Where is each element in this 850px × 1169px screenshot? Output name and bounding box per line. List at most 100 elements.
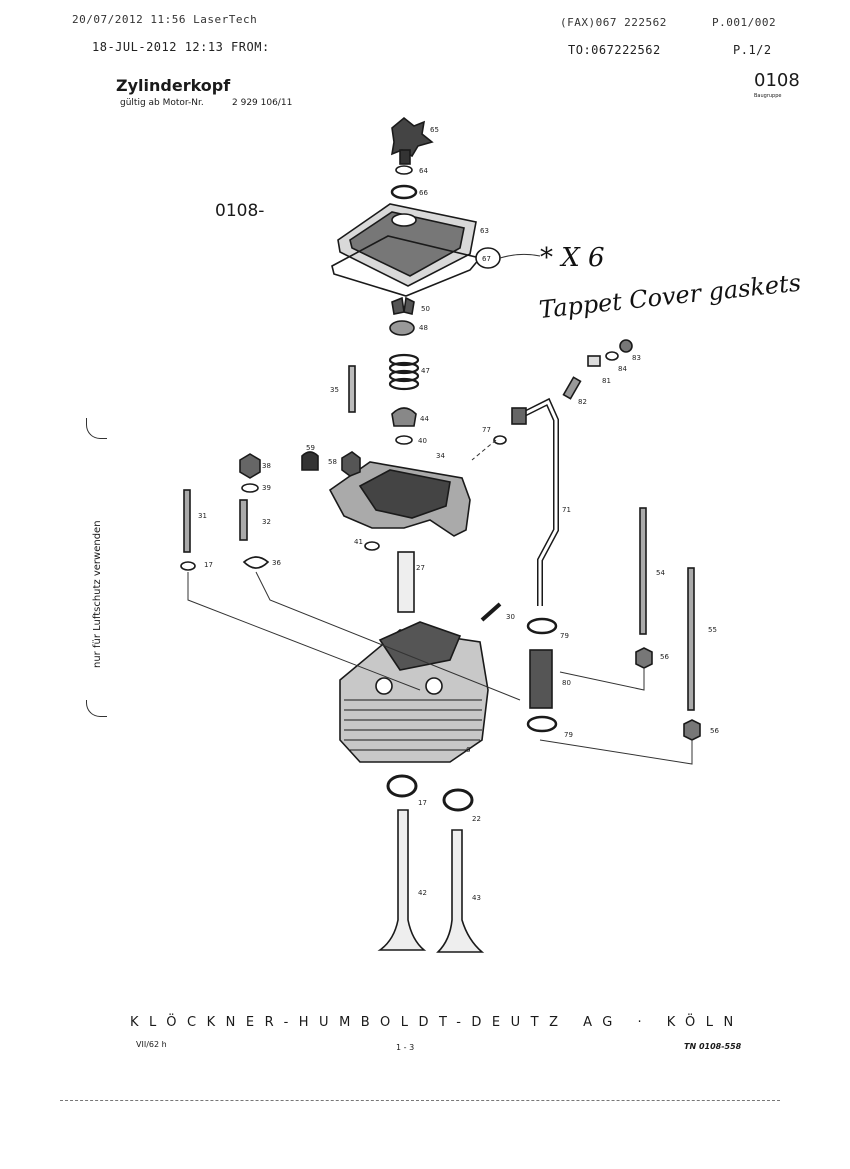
part-number-label: 80 (562, 679, 571, 687)
fax-header-datetime: 20/07/2012 11:56 LaserTech (72, 13, 258, 26)
part-number-label: 44 (420, 415, 429, 423)
page-title: Zylinderkopf (116, 76, 231, 95)
part-number-label: 41 (354, 538, 363, 546)
part-number-label: 48 (419, 324, 428, 332)
part-number-label: 67 (482, 255, 491, 263)
stud-35 (348, 365, 356, 413)
hose-80 (529, 649, 553, 709)
page-edge-line (60, 1100, 780, 1101)
o-ring-40 (395, 435, 413, 445)
part-number-label: 63 (480, 227, 489, 235)
part-number-label: 38 (262, 462, 271, 470)
part-number-label: 64 (419, 167, 428, 175)
spring-seat (391, 407, 417, 427)
part-number-labels: 65 64 66 63 67 50 48 47 44 40 35 34 59 58 38 39 31 32 41 27… (198, 126, 719, 902)
fax-header-number: (FAX)067 222562 (560, 16, 667, 29)
part-number-label: 65 (430, 126, 439, 134)
part-number-label: 47 (421, 367, 430, 375)
nut-58 (341, 451, 361, 477)
oil-line-71 (518, 397, 559, 606)
part-number-label: 83 (632, 354, 641, 362)
star-knob (390, 116, 434, 158)
o-ring-41 (364, 541, 380, 551)
stud-54 (639, 507, 647, 635)
nut-56-bottom (683, 719, 701, 741)
part-number-label: 79 (564, 731, 573, 739)
part-number-label: 6 (466, 746, 471, 754)
part-number-label: 71 (562, 506, 571, 514)
part-number-label: 58 (328, 458, 337, 466)
part-number-label: 79 (560, 632, 569, 640)
part-number-label: 17 (204, 561, 213, 569)
part-number-label: 77 (482, 426, 491, 434)
part-number-label: 66 (419, 189, 428, 197)
nut-83 (619, 339, 633, 353)
fax-sent-datetime: 18-JUL-2012 12:13 FROM: (92, 40, 270, 54)
part-number-label: 56 (660, 653, 669, 661)
part-number-label: 32 (262, 518, 271, 526)
clamp-79-bottom (526, 715, 558, 733)
part-number-label: 40 (418, 437, 427, 445)
valid-for-label: gültig ab Motor-Nr. (120, 98, 204, 108)
manufacturer-brand: KLÖCKNER-HUMBOLDT-DEUTZ AG · KÖLN (130, 1015, 744, 1030)
washer-84 (605, 351, 619, 361)
part-number-label: 81 (602, 377, 611, 385)
gasket-36 (242, 556, 270, 569)
cover-gasket (331, 235, 482, 297)
part-number-label: 50 (421, 305, 430, 313)
washer-64 (395, 165, 413, 175)
fax-header-page: P.001/002 (712, 16, 777, 29)
part-number-label: 27 (416, 564, 425, 572)
pushrod-tube-27 (397, 551, 415, 613)
valve-seat-22 (442, 788, 474, 812)
handwritten-quantity: * X 6 (540, 243, 605, 273)
part-number-label: 34 (436, 452, 445, 460)
part-number-label: 54 (656, 569, 665, 577)
spring-retainer (389, 320, 415, 336)
stud-55 (687, 567, 695, 711)
punch-mark-bottom (86, 700, 107, 717)
part-number-label: 84 (618, 365, 627, 373)
nut-38 (239, 453, 261, 479)
washer-39 (241, 483, 259, 493)
washer-66 (390, 184, 418, 200)
bolt-82 (562, 376, 582, 400)
part-number-label: 56 (710, 727, 719, 735)
washer-81 (587, 355, 601, 367)
part-number-label: 22 (472, 815, 481, 823)
group-code: 0108 (754, 70, 800, 91)
banjo-fitting (511, 407, 527, 425)
fax-to-number: TO:067222562 (568, 43, 661, 57)
footer-reference: TN 0108-558 (684, 1042, 742, 1051)
valve-keepers (391, 296, 415, 315)
valve-43 (436, 829, 485, 953)
nut-56-top (635, 647, 653, 669)
footer-page: 1 - 3 (396, 1043, 415, 1052)
part-number-label: 17 (418, 799, 427, 807)
part-number-label: 30 (506, 613, 515, 621)
part-number-label: 31 (198, 512, 207, 520)
valve-seat-17 (386, 774, 418, 798)
punch-mark-top (86, 418, 107, 439)
group-label: Baugruppe (754, 93, 782, 99)
stud-31 (183, 489, 191, 553)
part-number-label: 55 (708, 626, 717, 634)
part-number-label: 43 (472, 894, 481, 902)
part-number-label: 39 (262, 484, 271, 492)
cap-59 (301, 451, 319, 471)
footer-date: VII/62 h (136, 1040, 167, 1049)
part-number-label: 59 (306, 444, 315, 452)
washer-17-top (180, 561, 196, 571)
valve-42 (377, 809, 427, 951)
stud-32 (239, 499, 248, 541)
part-number-label: 35 (330, 386, 339, 394)
valve-spring (388, 353, 420, 391)
motor-number: 2 929 106/11 (232, 98, 293, 108)
handwritten-note: Tappet Cover gaskets (538, 269, 803, 324)
fax-sent-page: P.1/2 (733, 43, 772, 57)
part-number-label: 82 (578, 398, 587, 406)
part-number-label: 36 (272, 559, 281, 567)
pin-30 (480, 602, 502, 622)
washer-77 (493, 435, 507, 445)
